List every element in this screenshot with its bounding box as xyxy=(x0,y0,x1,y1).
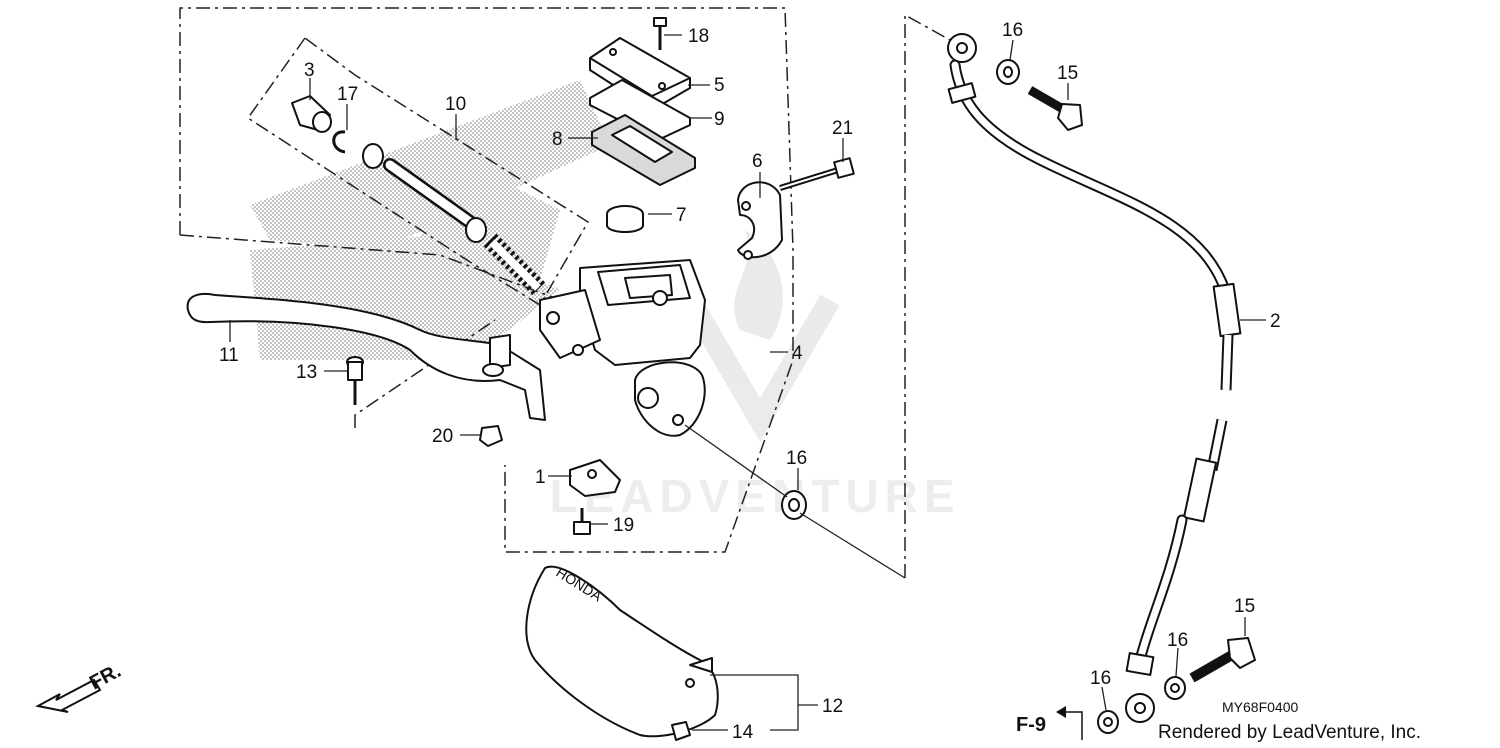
group-outline-master-cylinder xyxy=(179,7,794,553)
callouts: 3 17 10 18 5 9 8 7 6 21 4 11 13 20 1 19 … xyxy=(219,20,1281,743)
callout-6: 6 xyxy=(752,151,763,172)
diagram-code: MY68F0400 xyxy=(1222,699,1298,715)
screw-19 xyxy=(573,508,591,535)
callout-9: 9 xyxy=(714,109,725,130)
brake-lever xyxy=(186,292,546,421)
callout-15-top: 15 xyxy=(1057,63,1078,84)
callout-17: 17 xyxy=(337,84,358,105)
brake-switch xyxy=(569,459,621,497)
callout-18: 18 xyxy=(688,26,709,47)
callout-19: 19 xyxy=(613,515,634,536)
bolt-13 xyxy=(346,356,364,405)
callout-5: 5 xyxy=(714,75,725,96)
credit-text: Rendered by LeadVenture, Inc. xyxy=(1158,722,1421,743)
callout-16-hose-top: 16 xyxy=(1002,20,1023,41)
callout-16-lower-left: 16 xyxy=(1090,668,1111,689)
washer-16-lower-right xyxy=(1164,676,1186,700)
ref-page-label: F-9 xyxy=(1016,714,1046,736)
callout-3: 3 xyxy=(304,60,315,81)
boot xyxy=(291,95,332,133)
float xyxy=(606,205,644,233)
bolt-15-top xyxy=(1027,86,1083,131)
callout-15-bottom: 15 xyxy=(1234,596,1255,617)
callout-1: 1 xyxy=(535,467,546,488)
holder xyxy=(737,181,783,260)
callout-4: 4 xyxy=(792,343,803,364)
callout-8: 8 xyxy=(552,129,563,150)
callout-7: 7 xyxy=(676,205,687,226)
callout-16-upper: 16 xyxy=(786,448,807,469)
callout-13: 13 xyxy=(296,362,317,383)
nut-20 xyxy=(479,425,503,447)
bolt-15-bottom xyxy=(1189,637,1256,683)
piston-assembly xyxy=(362,143,547,297)
knuckle-guard: HONDA xyxy=(525,564,719,738)
diaphragm-plate xyxy=(589,79,691,141)
brake-hose xyxy=(947,33,1242,723)
washer-16-upper xyxy=(781,490,807,520)
callout-21: 21 xyxy=(832,118,853,139)
group-outline-hose xyxy=(904,13,951,578)
master-cylinder-body xyxy=(539,259,706,437)
group-outline-lever xyxy=(354,319,496,428)
washer-16-lower-left xyxy=(1097,710,1119,734)
washer-16-hose-top xyxy=(996,59,1020,85)
arrow-down-left-icon xyxy=(35,678,102,713)
leader-lines xyxy=(229,34,1266,731)
callout-14: 14 xyxy=(732,722,754,743)
callout-16-lower-right: 16 xyxy=(1167,630,1188,651)
callout-2: 2 xyxy=(1270,311,1281,332)
arrow-left-icon xyxy=(1056,706,1083,740)
callout-20: 20 xyxy=(432,426,453,447)
callout-10: 10 xyxy=(445,94,466,115)
callout-12: 12 xyxy=(822,696,843,717)
reservoir-cap xyxy=(589,37,691,111)
watermark-logo xyxy=(680,230,840,442)
nut-14 xyxy=(671,721,691,741)
callout-11: 11 xyxy=(219,345,239,366)
bolt-21 xyxy=(779,157,855,191)
circlip xyxy=(332,130,346,154)
diaphragm xyxy=(591,114,696,186)
screw-18 xyxy=(653,17,667,50)
